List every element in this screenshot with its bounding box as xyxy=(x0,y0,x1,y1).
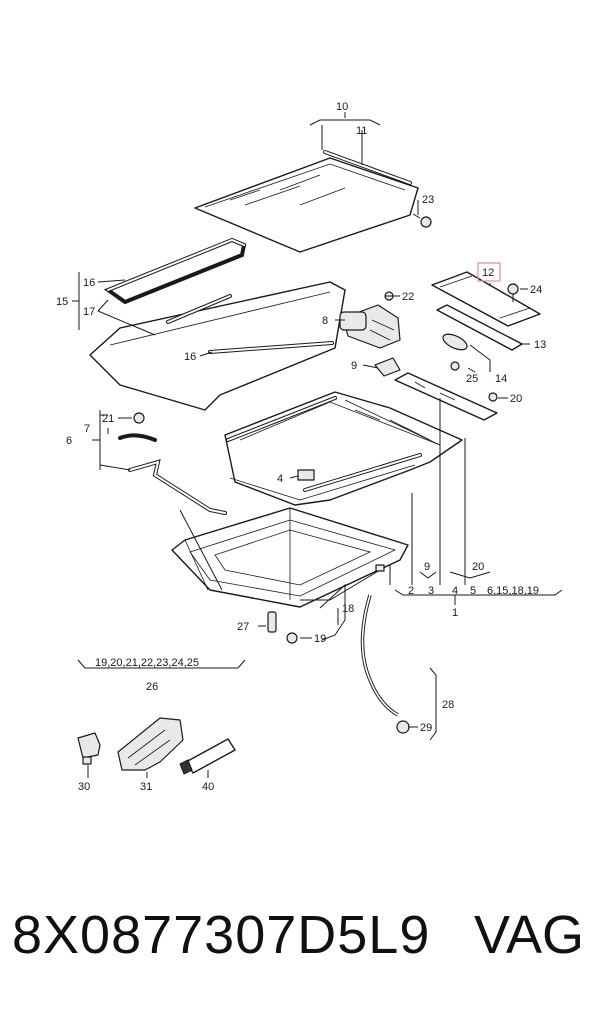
screw-19 xyxy=(286,632,298,644)
callout-3: 3 xyxy=(428,585,434,597)
callout-24: 24 xyxy=(530,284,542,296)
callout-28: 28 xyxy=(442,699,454,711)
callout-22: 22 xyxy=(402,291,414,303)
cover-plate xyxy=(394,372,498,421)
callout-6: 6 xyxy=(66,435,72,447)
wiring-harness xyxy=(300,564,385,641)
sunroof-frame xyxy=(224,391,463,506)
seal-frame xyxy=(89,237,346,411)
callout-21: 21 xyxy=(102,413,114,425)
clip-30 xyxy=(77,732,101,765)
bracket-9 xyxy=(374,357,401,377)
screw-25 xyxy=(450,361,460,371)
screw-23 xyxy=(412,213,432,228)
screw-24 xyxy=(507,283,519,302)
callout-15: 15 xyxy=(56,296,68,308)
callout-9: 9 xyxy=(351,360,357,372)
glass-panel xyxy=(194,150,419,253)
callout-6b: 6,15,18,19 xyxy=(487,585,539,597)
callout-2: 2 xyxy=(408,585,414,597)
callout-29: 29 xyxy=(420,722,432,734)
callout-14: 14 xyxy=(495,373,507,385)
callout-23: 23 xyxy=(422,194,434,206)
callout-labels: 10 11 23 12 24 16 15 17 16 22 8 13 9 25 … xyxy=(56,101,546,793)
callout-4: 4 xyxy=(277,473,283,485)
callout-17: 17 xyxy=(83,306,95,318)
adhesive-tube xyxy=(179,738,236,775)
callout-25: 25 xyxy=(466,373,478,385)
callout-19: 19 xyxy=(314,633,326,645)
callout-4b: 4 xyxy=(452,585,458,597)
wind-deflector xyxy=(431,271,541,327)
callout-7: 7 xyxy=(84,423,90,435)
drive-motor xyxy=(339,291,401,349)
callout-16b: 16 xyxy=(184,351,196,363)
callout-20: 20 xyxy=(510,393,522,405)
callout-1: 1 xyxy=(452,607,458,619)
callout-26: 26 xyxy=(146,681,158,693)
part-number: 8X0877307D5L9 xyxy=(12,905,431,965)
highlight-box xyxy=(477,262,501,282)
callout-5: 5 xyxy=(470,585,476,597)
callout-18: 18 xyxy=(342,603,354,615)
leader-lines xyxy=(72,112,563,778)
callout-27: 27 xyxy=(237,621,249,633)
roof-base xyxy=(171,507,409,608)
callout-30: 30 xyxy=(78,781,90,793)
screw-27 xyxy=(267,611,277,633)
callout-8: 8 xyxy=(322,315,328,327)
drain-seal xyxy=(118,412,227,515)
callout-31: 31 xyxy=(140,781,152,793)
cable-tube xyxy=(442,333,468,351)
callout-11: 11 xyxy=(356,125,367,137)
callout-10: 10 xyxy=(336,101,348,113)
callout-26-list: 19,20,21,22,23,24,25 xyxy=(95,657,199,669)
callout-9b: 9 xyxy=(424,561,430,573)
clip-4 xyxy=(297,469,315,481)
callout-16a: 16 xyxy=(83,277,95,289)
brand-label: VAG xyxy=(474,905,585,965)
bracket-31 xyxy=(117,717,184,771)
callout-20b: 20 xyxy=(472,561,484,573)
callout-13: 13 xyxy=(534,339,546,351)
callout-40: 40 xyxy=(202,781,214,793)
drain-hose xyxy=(360,594,410,734)
callout-12: 12 xyxy=(482,267,494,279)
